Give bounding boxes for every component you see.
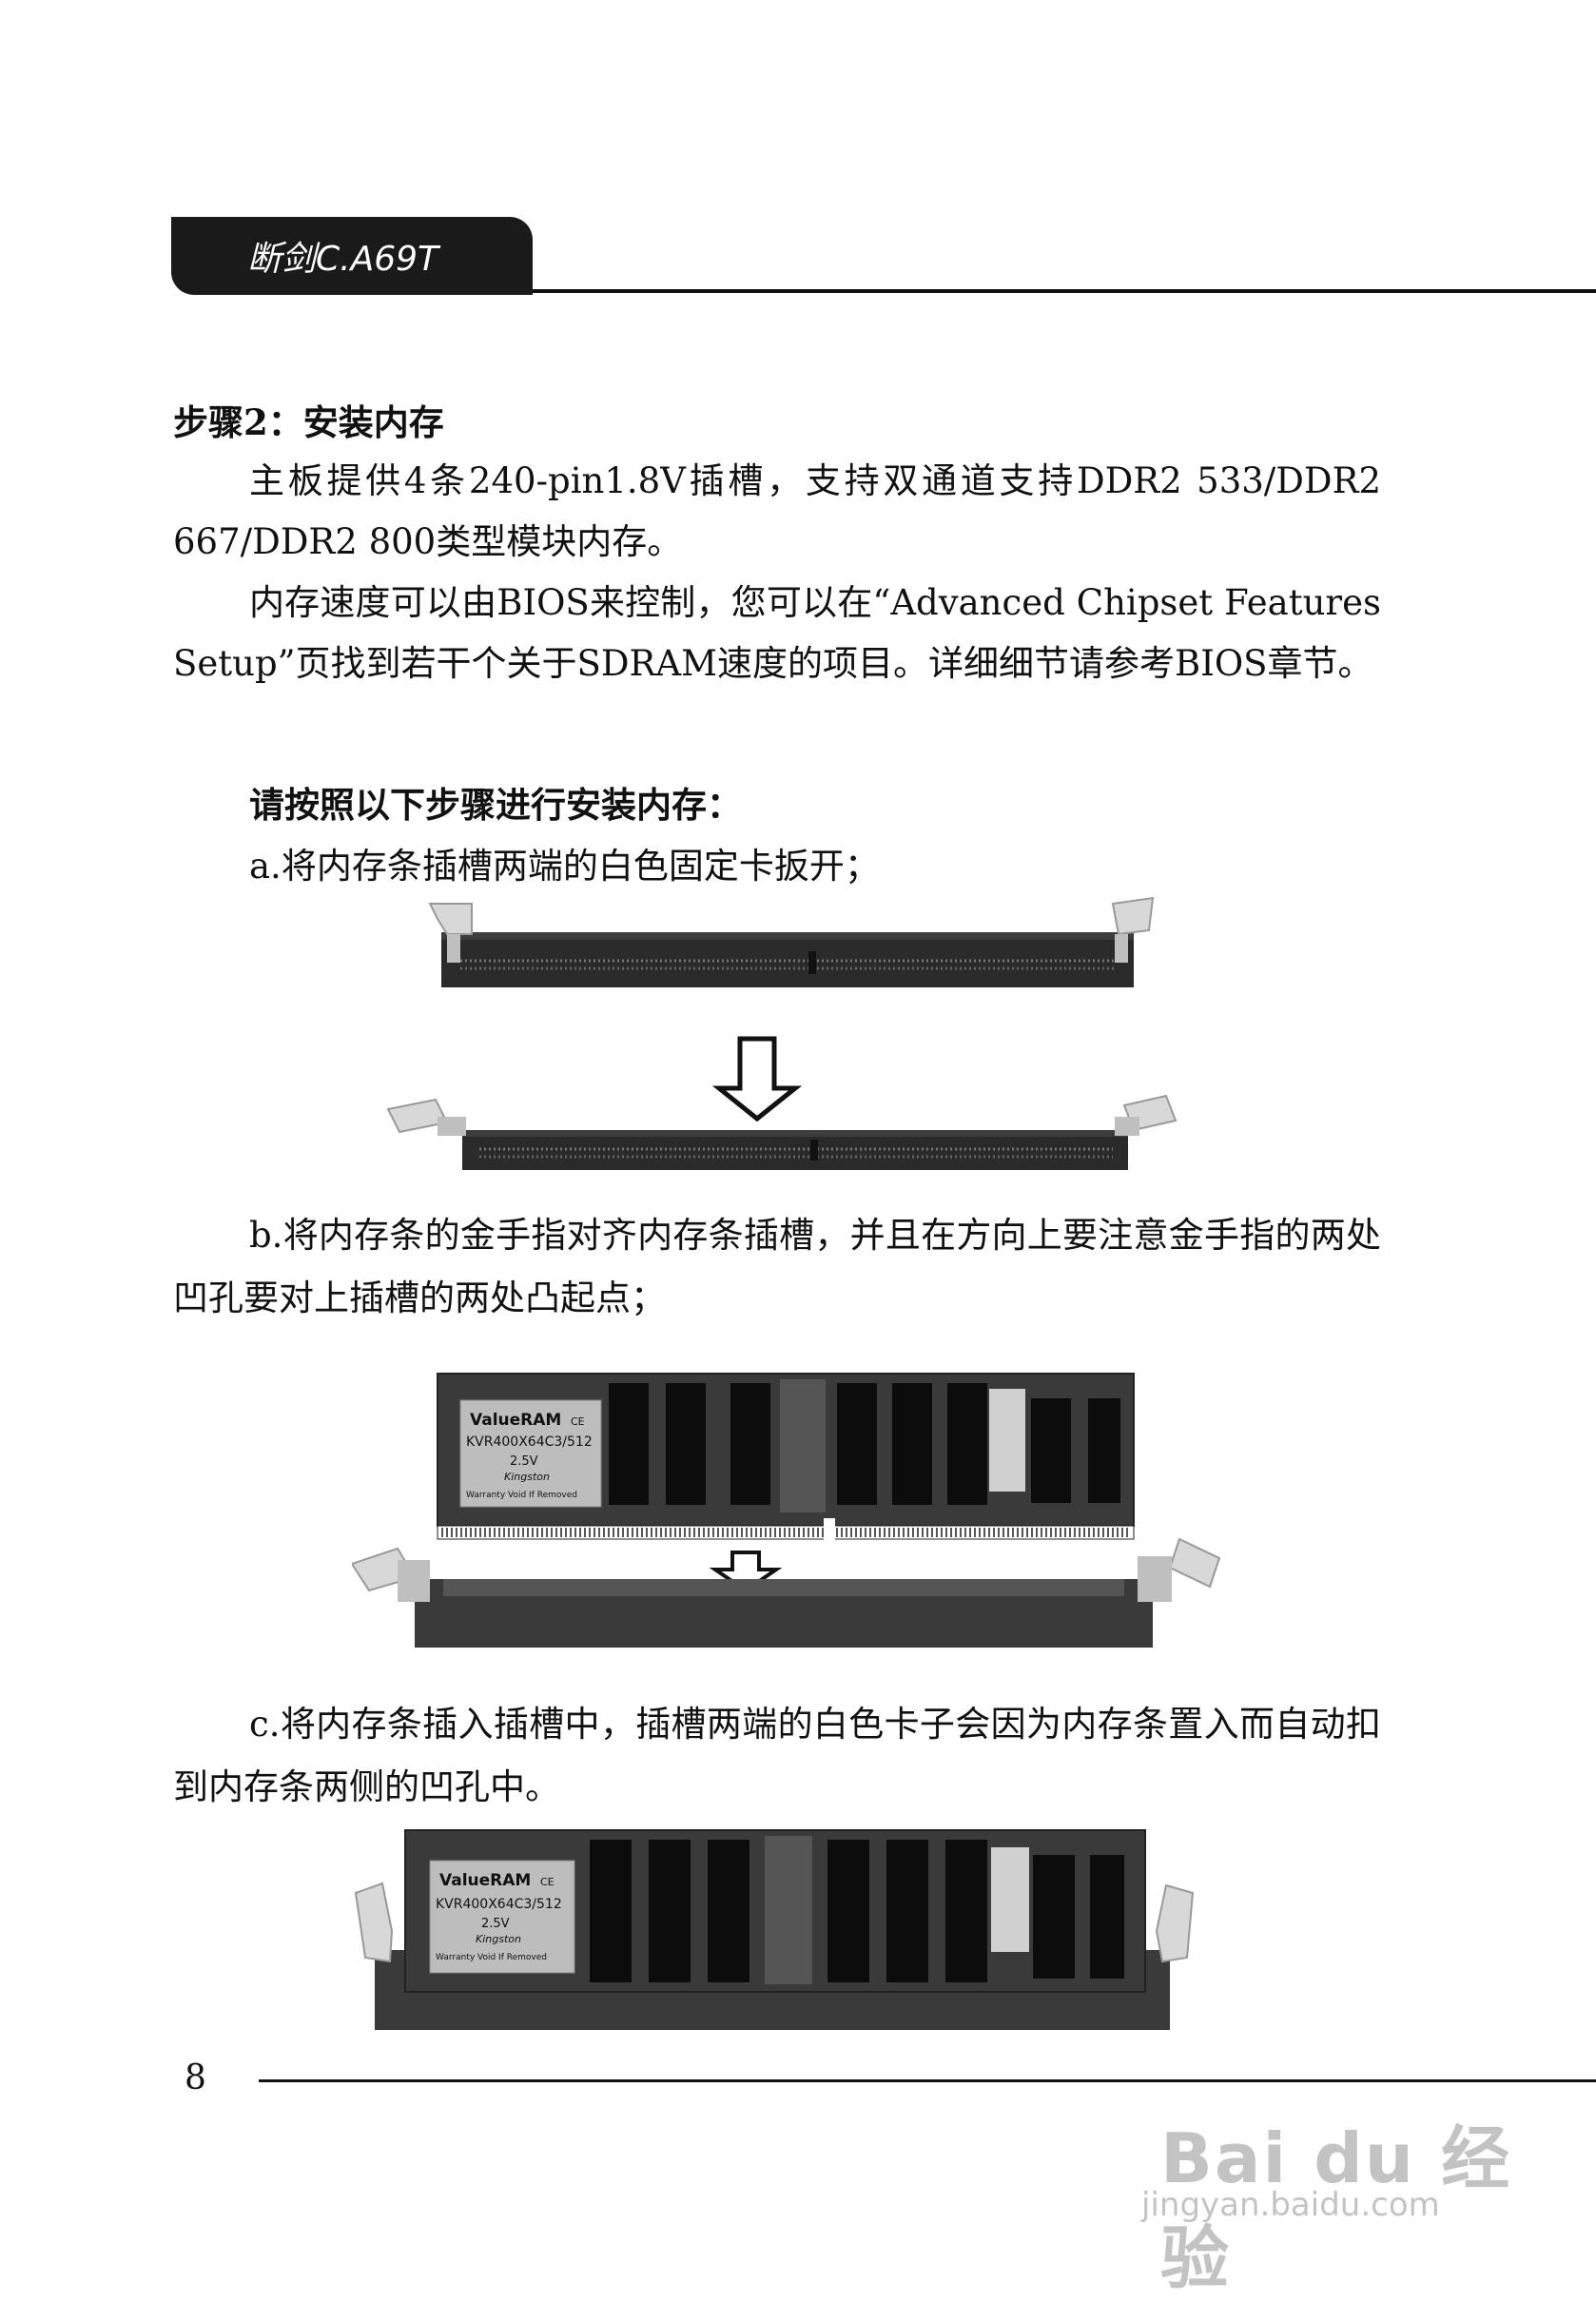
header-rule (533, 289, 1596, 293)
step-heading: 步骤2：安装内存 (173, 401, 444, 443)
module-part-number: KVR400X64C3/512 (436, 1897, 562, 1912)
install-steps-heading: 请按照以下步骤进行安装内存： (249, 784, 742, 826)
paragraph-bios-speed: 内存速度可以由BIOS来控制，您可以在“Advanced Chipset Fea… (173, 582, 1381, 684)
module-align-diagram: ValueRAM CE KVR400X64C3/512 2.5V Kingsto… (352, 1373, 1221, 1648)
module-brand: ValueRAM (439, 1871, 531, 1890)
slot-open-diagram (386, 896, 1178, 1170)
chapter-title: 断剑C.A69T (247, 240, 439, 279)
ce-mark: CE (540, 1876, 555, 1888)
watermark-url: jingyan.baidu.com (1141, 2186, 1440, 2224)
module-voltage: 2.5V (510, 1454, 538, 1469)
module-part-number: KVR400X64C3/512 (466, 1434, 593, 1450)
memory-slot-open (386, 1094, 1178, 1170)
memory-module: ValueRAM CE KVR400X64C3/512 2.5V Kingsto… (404, 1829, 1146, 1993)
page-number: 8 (185, 2058, 206, 2097)
chapter-header: 断剑C.A69T (171, 217, 533, 295)
memory-module: ValueRAM CE KVR400X64C3/512 2.5V Kingsto… (437, 1373, 1135, 1541)
module-voltage: 2.5V (481, 1917, 510, 1931)
step-a-text: a.将内存条插槽两端的白色固定卡扳开； (249, 846, 880, 887)
ce-mark: CE (571, 1415, 585, 1428)
step-c-text: c.将内存条插入插槽中，插槽两端的白色卡子会因为内存条置入而自动扣到内存条两侧的… (173, 1704, 1381, 1807)
module-brand: ValueRAM (470, 1411, 561, 1430)
svg-text:ValueRAM: ValueRAM (470, 1411, 561, 1430)
footer-rule (259, 2079, 1596, 2082)
watermark: Bai du 经验 jingyan.baidu.com (1132, 2074, 1569, 2298)
memory-slot-open (352, 1537, 1221, 1648)
svg-text:ValueRAM: ValueRAM (439, 1871, 531, 1890)
module-maker: Kingston (504, 1471, 550, 1483)
step-b-text: b.将内存条的金手指对齐内存条插槽，并且在方向上要注意金手指的两处凹孔要对上插槽… (173, 1215, 1381, 1318)
watermark-brand: Bai du 经验 (1160, 2118, 1512, 2298)
paragraph-memory-support: 主板提供4条240-pin1.8V插槽，支持双通道支持DDR2 533/DDR2… (173, 460, 1381, 562)
memory-slot-closed (428, 896, 1155, 987)
module-warranty: Warranty Void If Removed (466, 1491, 577, 1500)
down-arrow-icon (711, 1036, 803, 1122)
slot-clips-locked (354, 1882, 1195, 1963)
module-maker: Kingston (476, 1933, 521, 1945)
module-warranty: Warranty Void If Removed (436, 1953, 547, 1962)
module-inserted-diagram: ValueRAM CE KVR400X64C3/512 2.5V Kingsto… (354, 1829, 1195, 2030)
